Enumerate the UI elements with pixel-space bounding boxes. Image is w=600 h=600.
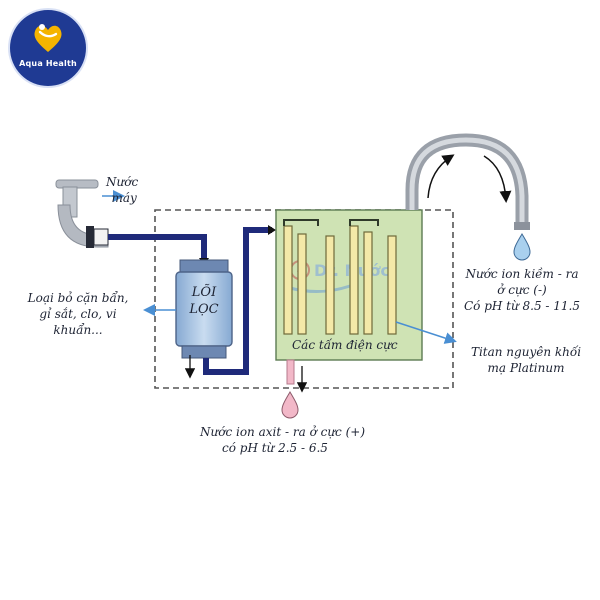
electrode-plate	[349, 225, 359, 335]
filter-core-label: LÕI LỌC	[189, 285, 219, 317]
brand-logo: Aqua Health	[10, 10, 86, 86]
filter-to-chamber-pipe	[203, 227, 272, 375]
electrode-plate	[325, 235, 335, 335]
heart-person-icon	[34, 24, 62, 52]
alkaline-droplet-icon	[513, 233, 531, 261]
tap-water-label: Nước máy	[106, 175, 139, 205]
inlet-pipe	[108, 234, 207, 262]
flow-arrow-up	[427, 154, 455, 199]
electrode-plate	[363, 231, 373, 335]
acidic-water-label: Nước ion axit - ra ở cực (+) có pH từ 2.…	[200, 425, 366, 455]
flow-arrow-down	[483, 155, 512, 203]
titanium-arrow	[395, 321, 457, 344]
acid-droplet-icon	[281, 391, 299, 419]
faucet-icon	[55, 179, 109, 248]
acid-outlet-pipe	[286, 359, 295, 385]
electrode-plate	[387, 235, 397, 335]
spout-pipe	[405, 133, 530, 230]
electrode-plate	[297, 233, 307, 335]
electrode-plate	[283, 225, 293, 335]
removal-label: Loại bỏ cặn bẩn, gỉ sắt, clo, vi khuẩn..…	[27, 291, 129, 337]
electrodes-label: Các tấm điện cực	[292, 338, 398, 352]
alkaline-water-label: Nước ion kiềm - ra ở cực (-) Có pH từ 8.…	[463, 267, 581, 313]
filter-cartridge	[175, 259, 233, 359]
electrode-group	[283, 225, 397, 335]
titanium-label: Titan nguyên khối mạ Platinum	[470, 345, 582, 375]
brand-name: Aqua Health	[19, 59, 77, 68]
